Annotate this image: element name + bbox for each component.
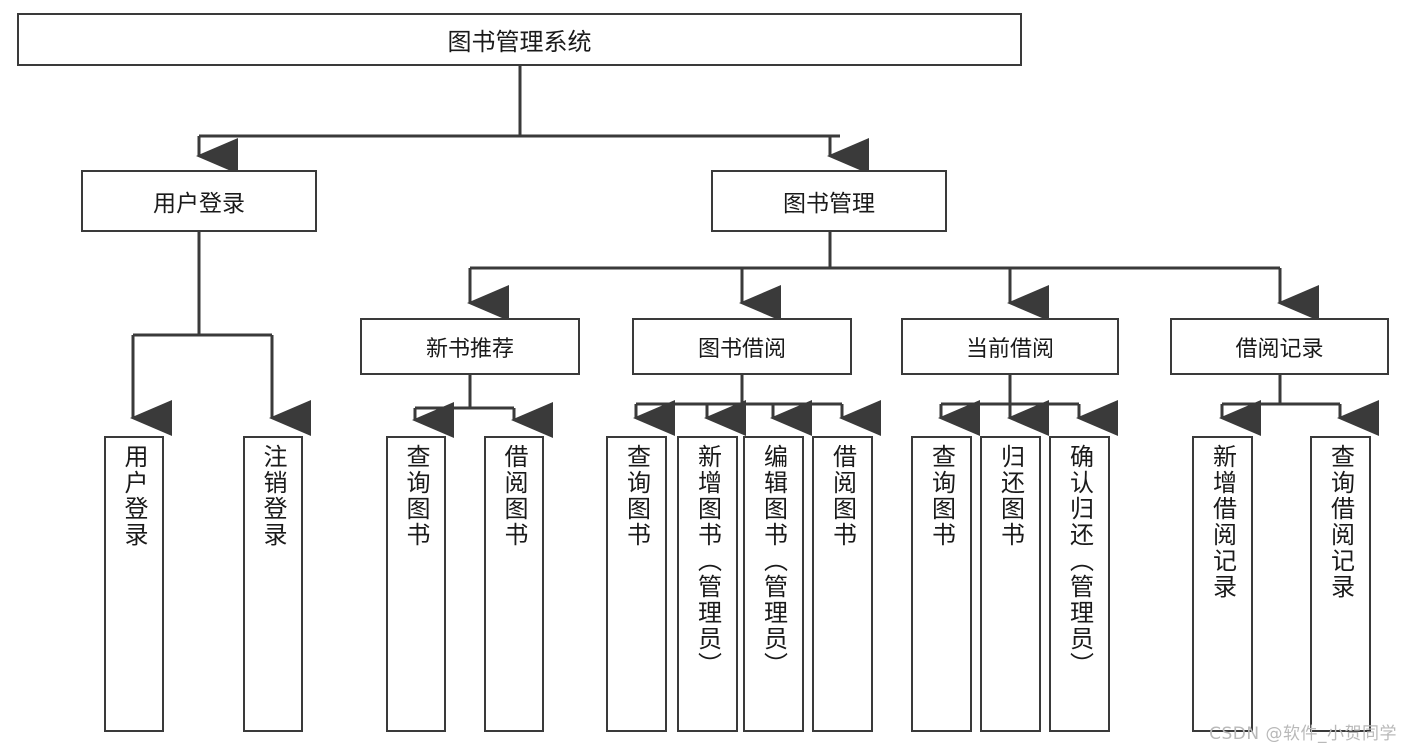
leaf-record-query-record[interactable]: 查询借阅记录	[1310, 436, 1371, 732]
leaf-borrow-query-book[interactable]: 查询图书	[606, 436, 667, 732]
node-root[interactable]: 图书管理系统	[17, 13, 1022, 66]
leaf-recommend-query-book-label: 查询图书	[402, 444, 430, 548]
node-book-management[interactable]: 图书管理	[711, 170, 947, 232]
leaf-user-login-signin[interactable]: 用户登录	[104, 436, 164, 732]
node-new-book-recommend[interactable]: 新书推荐	[360, 318, 580, 375]
leaf-borrow-add-book[interactable]: 新增图书（管理员）	[677, 436, 738, 732]
leaf-user-login-signin-label: 用户登录	[120, 444, 148, 548]
leaf-record-add-record-label: 新增借阅记录	[1208, 444, 1237, 600]
node-borrow-record-label: 借阅记录	[1235, 336, 1324, 362]
node-user-login[interactable]: 用户登录	[81, 170, 317, 232]
leaf-borrow-edit-book-label: 编辑图书（管理员）	[759, 444, 788, 678]
node-root-label: 图书管理系统	[447, 28, 592, 56]
node-new-book-recommend-label: 新书推荐	[425, 336, 514, 362]
leaf-record-query-record-label: 查询借阅记录	[1326, 444, 1355, 600]
leaf-borrow-borrow-book[interactable]: 借阅图书	[812, 436, 873, 732]
leaf-current-confirm-return[interactable]: 确认归还（管理员）	[1049, 436, 1110, 732]
node-current-borrow[interactable]: 当前借阅	[901, 318, 1119, 375]
leaf-recommend-borrow-book-label: 借阅图书	[500, 444, 528, 548]
leaf-recommend-query-book[interactable]: 查询图书	[386, 436, 446, 732]
node-user-login-label: 用户登录	[153, 191, 245, 217]
leaf-user-login-signout-label: 注销登录	[259, 444, 287, 548]
leaf-user-login-signout[interactable]: 注销登录	[243, 436, 303, 732]
leaf-borrow-add-book-label: 新增图书（管理员）	[693, 444, 722, 678]
leaf-current-return-book-label: 归还图书	[996, 444, 1025, 548]
node-book-management-label: 图书管理	[783, 191, 875, 217]
leaf-borrow-edit-book[interactable]: 编辑图书（管理员）	[743, 436, 804, 732]
node-book-borrow-label: 图书借阅	[697, 336, 786, 362]
leaf-record-add-record[interactable]: 新增借阅记录	[1192, 436, 1253, 732]
node-book-borrow[interactable]: 图书借阅	[632, 318, 852, 375]
leaf-recommend-borrow-book[interactable]: 借阅图书	[484, 436, 544, 732]
leaf-current-query-book[interactable]: 查询图书	[911, 436, 972, 732]
leaf-borrow-query-book-label: 查询图书	[622, 444, 651, 548]
node-borrow-record[interactable]: 借阅记录	[1170, 318, 1389, 375]
csdn-watermark: CSDN @软件_小贺同学	[1209, 724, 1397, 744]
leaf-borrow-borrow-book-label: 借阅图书	[828, 444, 857, 548]
leaf-current-query-book-label: 查询图书	[927, 444, 956, 548]
node-current-borrow-label: 当前借阅	[965, 336, 1054, 362]
leaf-current-confirm-return-label: 确认归还（管理员）	[1065, 444, 1094, 678]
leaf-current-return-book[interactable]: 归还图书	[980, 436, 1041, 732]
